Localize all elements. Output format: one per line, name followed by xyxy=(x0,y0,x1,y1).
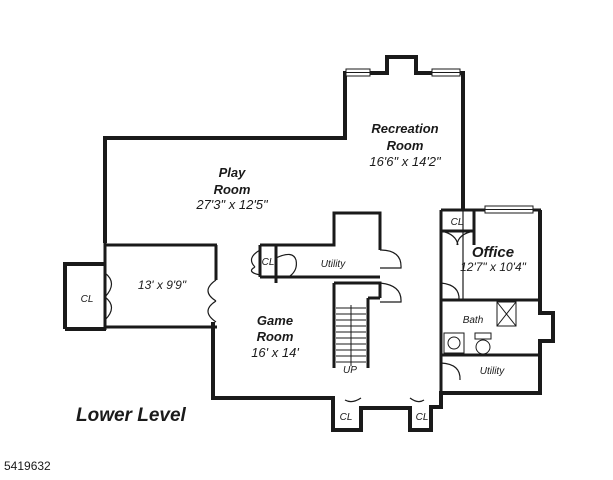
play-room-name-2: Room xyxy=(214,182,251,197)
listing-id: 5419632 xyxy=(4,459,51,473)
recreation-room-size: 16'6" x 14'2" xyxy=(369,154,442,169)
side-room-doors xyxy=(104,272,217,323)
utility-right-label: Utility xyxy=(480,366,505,377)
recreation-room-name-1: Recreation xyxy=(371,121,438,136)
closet-bottom-right-label: CL xyxy=(416,412,429,423)
closet-center-label: CL xyxy=(262,257,275,268)
windows xyxy=(345,68,534,214)
office-wing-doors xyxy=(440,210,475,381)
bath-fixtures xyxy=(443,301,517,355)
game-room-name-2: Room xyxy=(257,329,294,344)
game-room-name-1: Game xyxy=(257,313,293,328)
recreation-room-name-2: Room xyxy=(387,138,424,153)
stairs-up-label: UP xyxy=(343,365,357,376)
bath-label: Bath xyxy=(463,315,484,326)
office-size: 12'7" x 10'4" xyxy=(460,260,527,274)
office-name: Office xyxy=(472,244,514,261)
play-room-name-1: Play xyxy=(219,165,247,180)
closet-left-label: CL xyxy=(81,294,94,305)
closet-bottom-left-label: CL xyxy=(340,412,353,423)
side-room-walls xyxy=(103,243,218,330)
plan-title: Lower Level xyxy=(76,405,186,426)
closet-office-label: CL xyxy=(451,217,464,228)
stairs xyxy=(336,305,366,366)
bottom-closet-doors xyxy=(344,397,425,403)
play-room-size: 27'3" x 12'5" xyxy=(195,197,269,212)
utility-center-label: Utility xyxy=(321,259,346,270)
side-room-size: 13' x 9'9" xyxy=(138,278,187,292)
game-room-size: 16' x 14' xyxy=(251,345,299,360)
utility-core-doors xyxy=(250,249,402,303)
